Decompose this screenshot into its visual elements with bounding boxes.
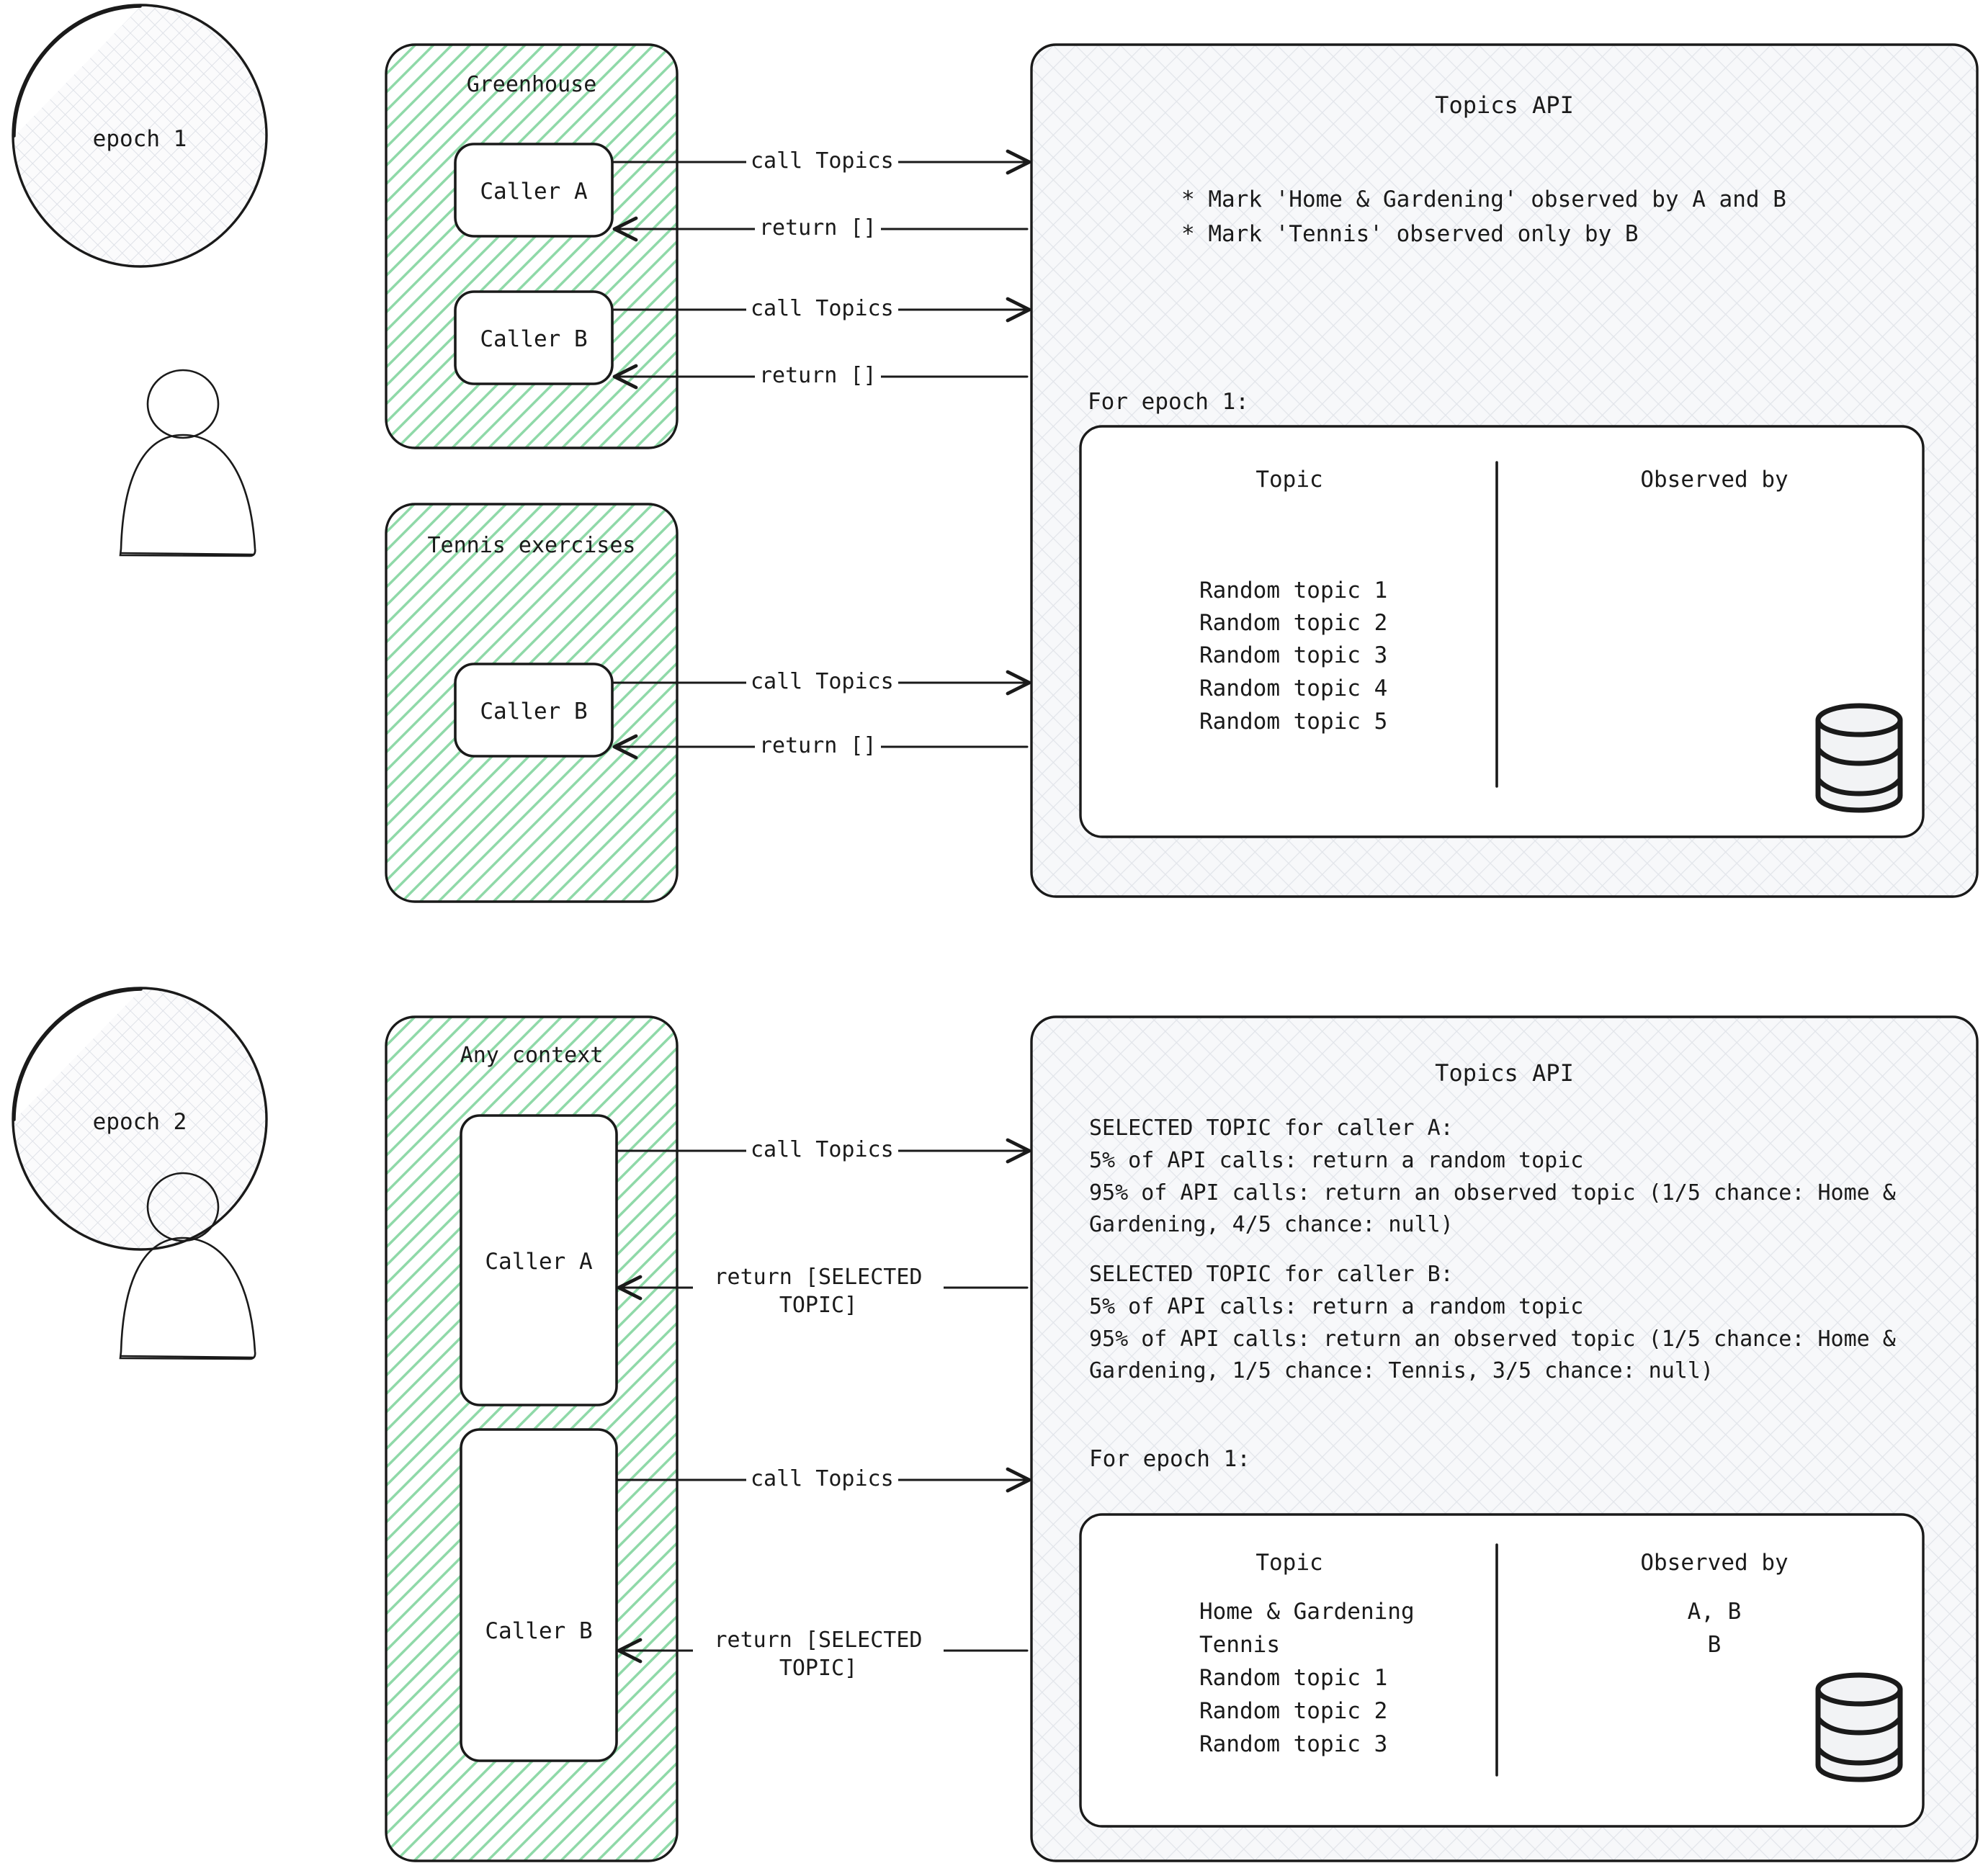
database-icon-epoch2	[1815, 1672, 1903, 1782]
topics-api-bullet-1-epoch1: * Mark 'Home & Gardening' observed by A …	[1181, 187, 1786, 212]
arrow-label-return-b-epoch1: return []	[755, 363, 881, 389]
arrow-label-return-tennis: return []	[755, 733, 881, 759]
topics-api-para-7-epoch2: 95% of API calls: return an observed top…	[1089, 1327, 1896, 1384]
epoch-1-person-icon	[119, 369, 256, 557]
any-context-label: Any context	[460, 1043, 604, 1068]
topics-api-bullet-2-epoch1: * Mark 'Tennis' observed only by B	[1181, 221, 1639, 247]
table-caption-epoch2: For epoch 1:	[1089, 1446, 1250, 1472]
topics-api-para-6-epoch2: 5% of API calls: return a random topic	[1089, 1294, 1584, 1319]
arrow-label-call-topics-a-epoch2: call Topics	[746, 1137, 898, 1163]
table-row-epoch2: Home & Gardening	[1199, 1599, 1415, 1625]
table-col-observed-epoch1: Observed by	[1640, 467, 1789, 493]
caller-b-label-tennis[interactable]: Caller B	[480, 699, 588, 724]
arrow-label-return-a-epoch1: return []	[755, 215, 881, 241]
topics-api-title-epoch1: Topics API	[1435, 91, 1574, 119]
table-observed-epoch2: A, B	[1687, 1599, 1742, 1625]
arrow-label-call-topics-tennis: call Topics	[746, 669, 898, 695]
epoch-2-label: epoch 2	[92, 1109, 187, 1135]
topics-api-para-2-epoch2: 5% of API calls: return a random topic	[1089, 1148, 1584, 1173]
greenhouse-context-box	[385, 43, 679, 449]
table-col-observed-epoch2: Observed by	[1640, 1550, 1789, 1576]
table-row-epoch2: Random topic 3	[1199, 1731, 1388, 1757]
table-row-epoch1: Random topic 3	[1199, 642, 1388, 668]
topics-api-para-3-epoch2: 95% of API calls: return an observed top…	[1089, 1180, 1896, 1238]
arrow-label-call-topics-a-epoch1: call Topics	[746, 148, 898, 174]
table-row-epoch2: Random topic 1	[1199, 1665, 1388, 1691]
topics-api-para-1-epoch2: SELECTED TOPIC for caller A:	[1089, 1116, 1454, 1141]
arrow-label-return-a-epoch2: return [SELECTED TOPIC]	[693, 1263, 944, 1319]
table-observed-epoch2: B	[1707, 1632, 1722, 1658]
table-col-topic-epoch1: Topic	[1255, 467, 1323, 493]
database-icon-epoch1	[1815, 703, 1903, 813]
epoch-2-person-icon	[119, 1172, 256, 1360]
table-row-epoch2: Random topic 2	[1199, 1698, 1388, 1724]
arrow-label-call-topics-b-epoch1: call Topics	[746, 296, 898, 322]
table-caption-epoch1: For epoch 1:	[1088, 389, 1249, 415]
topics-api-title-epoch2: Topics API	[1435, 1059, 1574, 1087]
epoch-1-label: epoch 1	[92, 126, 187, 152]
topics-api-para-5-epoch2: SELECTED TOPIC for caller B:	[1089, 1262, 1454, 1287]
table-row-epoch1: Random topic 5	[1199, 709, 1388, 735]
greenhouse-label: Greenhouse	[466, 72, 597, 97]
caller-b-label-epoch2[interactable]: Caller B	[485, 1618, 593, 1644]
caller-b-box-epoch2	[460, 1428, 618, 1762]
arrow-label-call-topics-b-epoch2: call Topics	[746, 1466, 898, 1492]
arrow-label-return-b-epoch2: return [SELECTED TOPIC]	[693, 1626, 944, 1682]
table-col-topic-epoch2: Topic	[1255, 1550, 1323, 1576]
table-row-epoch1: Random topic 4	[1199, 676, 1388, 701]
caller-b-label-epoch1[interactable]: Caller B	[480, 326, 588, 352]
any-context-box	[385, 1015, 679, 1862]
tennis-exercises-label: Tennis exercises	[427, 533, 636, 558]
table-row-epoch1: Random topic 2	[1199, 610, 1388, 636]
caller-a-label-epoch2[interactable]: Caller A	[485, 1249, 593, 1275]
table-row-epoch2: Tennis	[1199, 1632, 1280, 1658]
caller-a-label-epoch1[interactable]: Caller A	[480, 179, 588, 205]
table-row-epoch1: Random topic 1	[1199, 578, 1388, 603]
